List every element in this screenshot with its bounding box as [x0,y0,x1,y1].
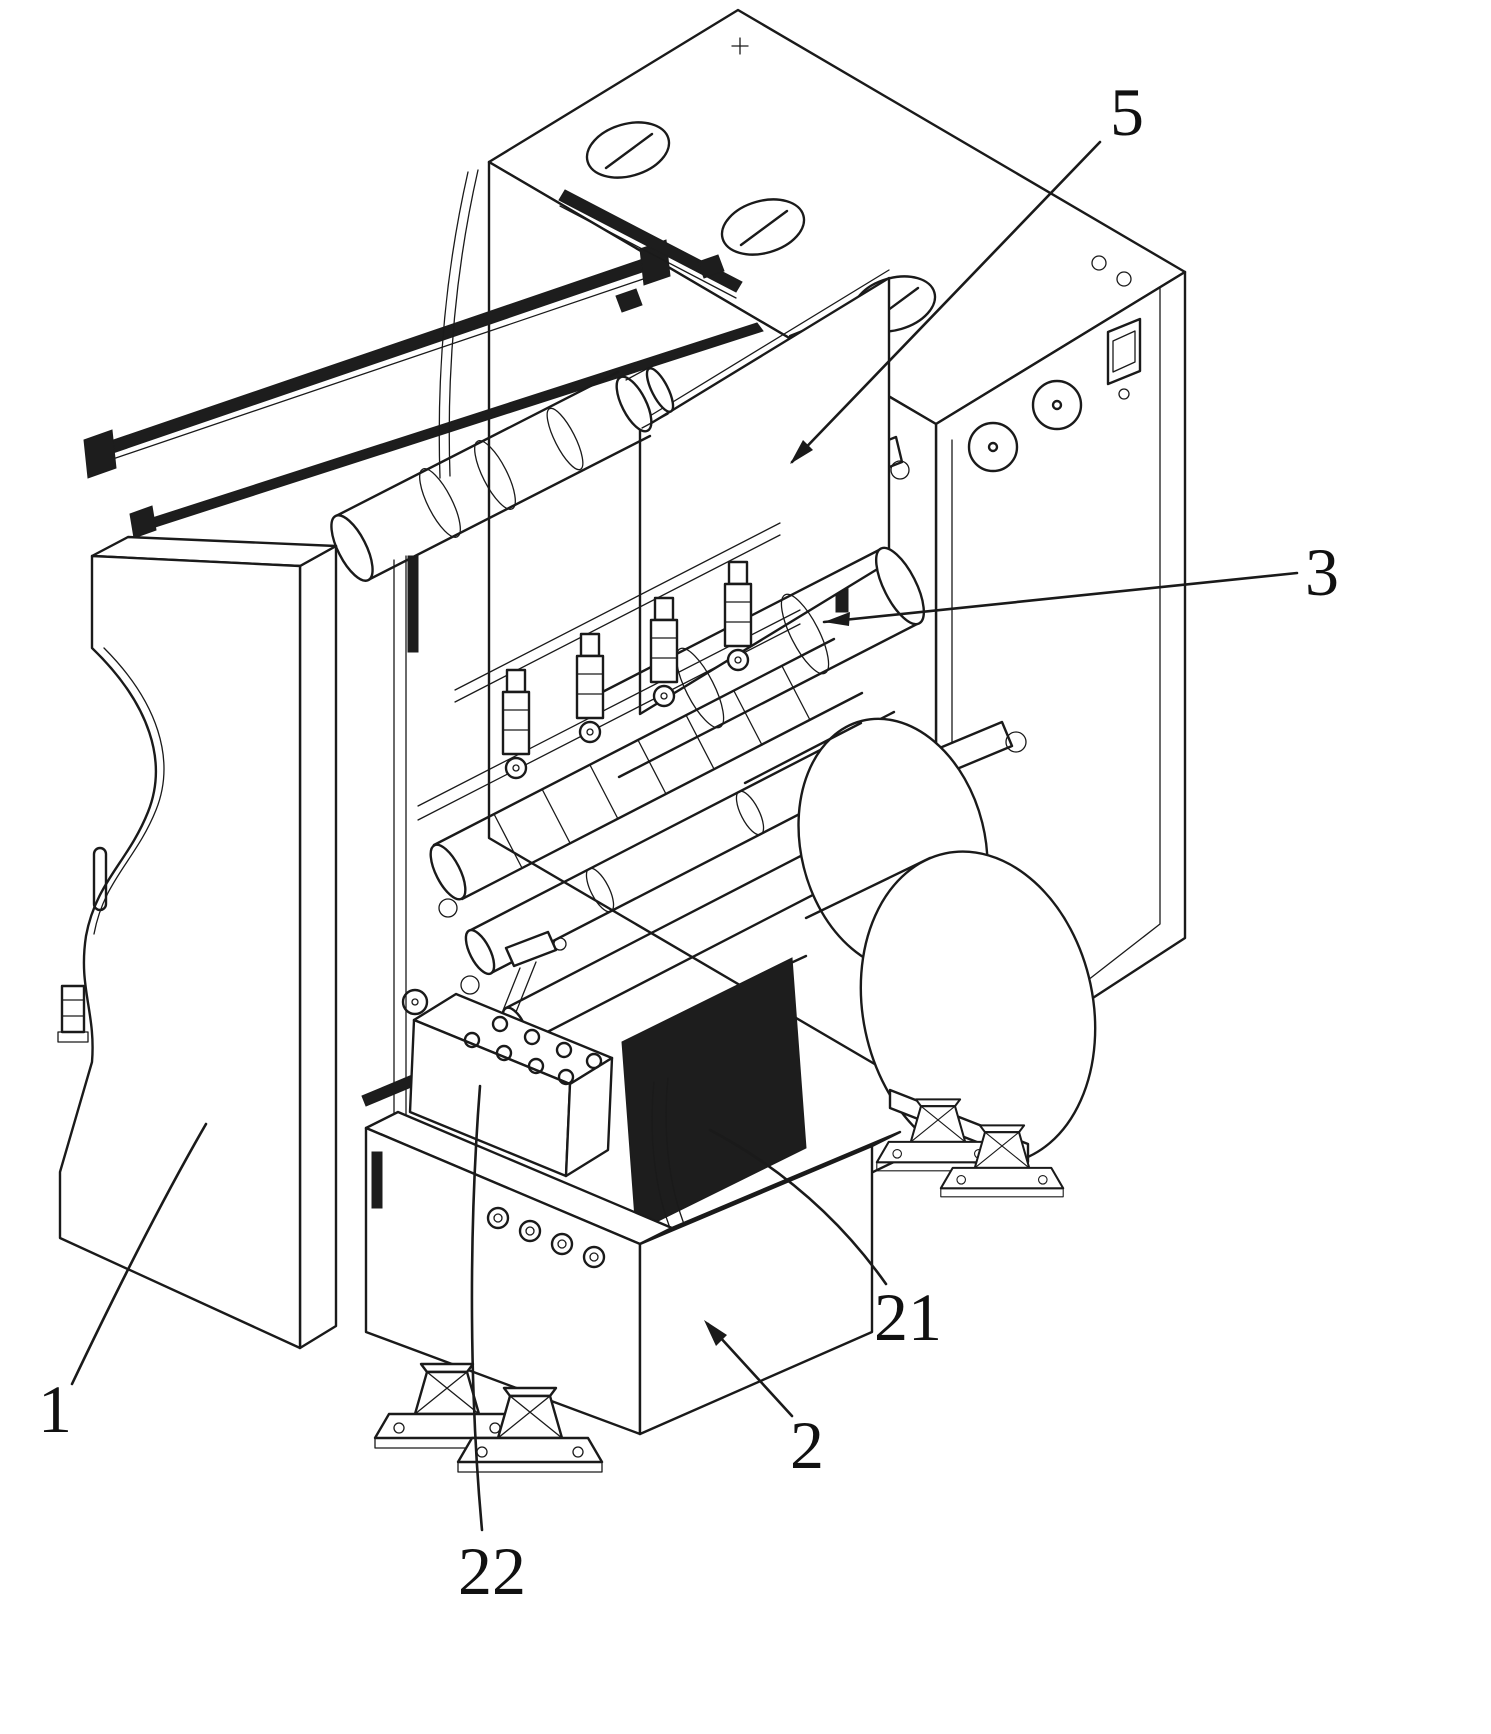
ref-label-5: 5 [1110,74,1144,150]
arrowhead-2 [704,1320,727,1346]
housing-buttons-icon [486,1206,606,1269]
control-box [408,930,614,1178]
knife-unit [649,596,679,708]
ref-label-2: 2 [790,1407,824,1483]
ref-label-1: 1 [38,1371,72,1447]
leader-line-22 [470,1084,484,1532]
left-side-panel [57,535,338,1350]
mounting-foot [373,1362,521,1449]
ref-label-3: 3 [1305,534,1339,610]
arrowhead-5 [790,440,813,464]
knife-unit [575,632,605,744]
arrowhead-3 [824,612,850,626]
top-roller [330,365,675,582]
leader-line-21 [708,1128,888,1286]
mounting-foot [456,1386,604,1473]
shadow-opening [621,957,807,1233]
reference-labels: 5 3 21 2 1 22 [38,74,1339,1609]
mounting-foot [939,1124,1065,1198]
knife-units [417,522,801,821]
leader-line-5 [790,140,1102,464]
lower-housing [361,1059,902,1436]
side-ports-icon [967,255,1142,473]
screw-mark-icon [731,37,749,55]
ref-label-21: 21 [874,1279,942,1355]
leader-line-1 [70,1122,208,1386]
leader-line-3 [822,571,1299,624]
ref-label-22: 22 [458,1533,526,1609]
knife-unit [501,668,531,780]
leader-lines [70,140,1299,1532]
control-buttons-icon [463,1015,603,1086]
knife-unit [723,560,753,672]
mounting-foot [875,1098,1001,1172]
